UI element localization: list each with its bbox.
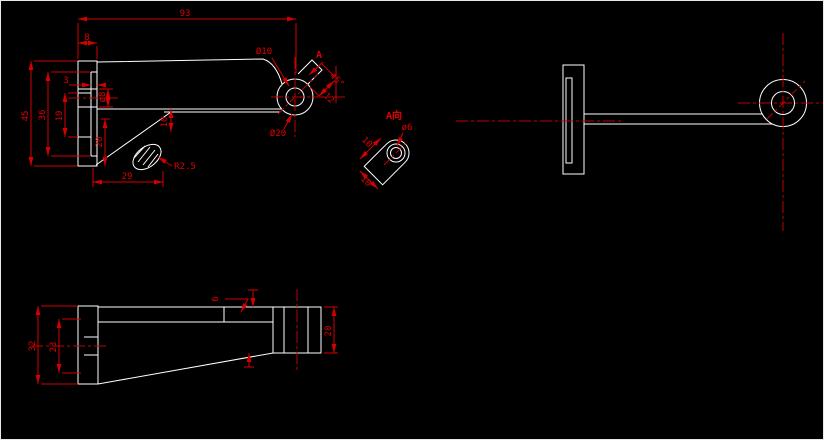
dim-dia8: ø8 [98, 92, 108, 103]
main-view-outline [77, 58, 323, 171]
detail-centerline [383, 140, 409, 166]
dim-93: 93 [180, 9, 191, 19]
main-view-dimensions: 93 8 3 45 36 19 ø8 10 20 29 R2.5 [21, 9, 346, 187]
side-view-outline [562, 64, 807, 175]
dim-r25: R2.5 [174, 162, 196, 172]
section-label-a: A [316, 50, 322, 61]
dim-19: 19 [55, 111, 65, 122]
rib-section-hatch [132, 143, 162, 171]
bottom-view-outline [77, 305, 322, 385]
dim-23: 23 [49, 342, 59, 353]
dim-dia10: Ø10 [256, 46, 272, 57]
dim-36: 36 [38, 110, 48, 121]
dim-dia6: ø6 [402, 123, 413, 133]
dim-6: 6 [211, 296, 221, 301]
detail-label: A向 [386, 109, 402, 122]
dim-12: 12 [321, 91, 336, 106]
dim-20: 20 [95, 137, 105, 148]
side-view-centerlines [456, 33, 823, 231]
dim-20-bottom: 20 [324, 326, 334, 337]
detail-view-a: A向 ø6 10 10 [358, 109, 413, 190]
dim-10-side2: 10 [358, 174, 373, 189]
dim-8: 8 [84, 33, 89, 43]
dim-dia20: Ø20 [270, 128, 286, 139]
dim-45: 45 [21, 111, 31, 122]
bottom-view-dimensions: 32 23 6 20 [28, 289, 338, 385]
dim-29: 29 [122, 172, 133, 182]
tab-centerline-45 [277, 73, 319, 115]
dim-45deg: 45° [327, 71, 346, 90]
dim-3: 3 [63, 76, 68, 86]
dim-10: 10 [160, 117, 170, 128]
